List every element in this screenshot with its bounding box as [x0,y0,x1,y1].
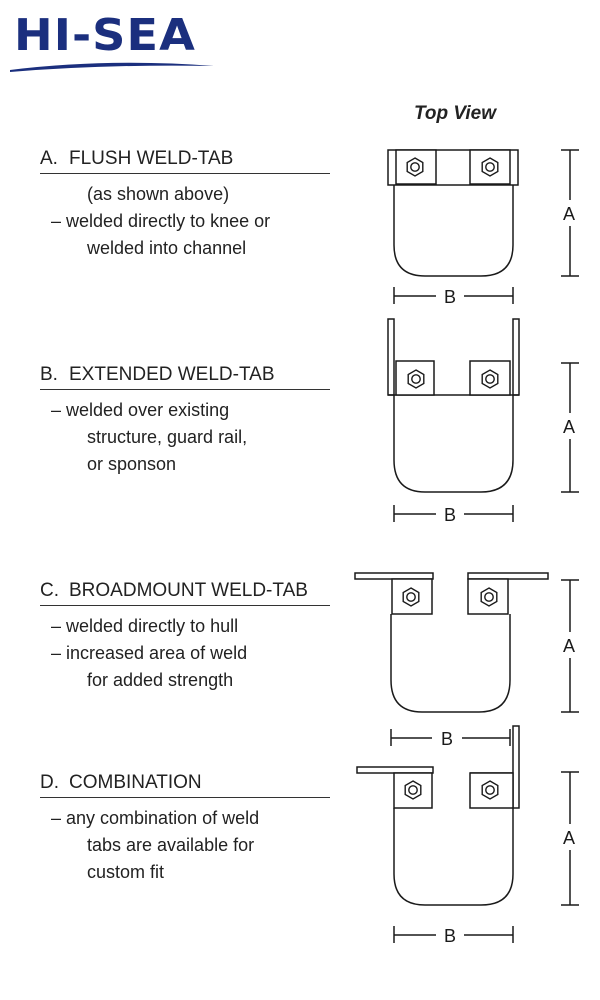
item-title: FLUSH WELD-TAB [69,148,234,169]
diagram-broadmount-weld-tab [354,572,579,746]
hex-nut-icon [402,587,420,607]
item-heading: D. COMBINATION [40,772,330,798]
item-title: EXTENDED WELD-TAB [69,364,275,385]
item-line: welded into channel [87,238,247,258]
item-line: – welded directly to knee or [51,211,271,231]
top-view-label: Top View [414,103,496,124]
dimension-a-label: A [563,828,575,848]
item-line: (as shown above) [87,184,230,204]
hex-nut-icon [481,369,499,389]
item-line: for added strength [87,670,234,690]
item-title: BROADMOUNT WELD-TAB [69,580,308,601]
item-letter: A. [40,148,58,169]
hex-nut-icon [481,780,499,800]
hex-nut-icon [407,369,425,389]
item-heading: C. BROADMOUNT WELD-TAB [40,580,330,606]
dimension-a-label: A [563,204,575,224]
dimension-a-label: A [563,417,575,437]
item-heading: A. FLUSH WELD-TAB [40,148,330,174]
dimension-a-label: A [563,636,575,656]
item-line: structure, guard rail, [87,427,248,447]
item-line: custom fit [87,862,165,882]
item-line: or sponson [87,454,177,474]
hex-nut-icon [480,587,498,607]
item-letter: C. [40,580,59,601]
item-flush-weld-tab: A. FLUSH WELD-TAB (as shown above) – wel… [40,148,330,262]
item-line: tabs are available for [87,835,255,855]
logo-text: HI-SEA [14,10,196,61]
dimension-b-label: B [444,287,456,307]
dimension-b-label: B [441,729,453,749]
item-letter: B. [40,364,58,385]
item-line: – welded directly to hull [51,616,239,636]
item-extended-weld-tab: B. EXTENDED WELD-TAB – welded over exist… [40,364,330,478]
item-letter: D. [40,772,59,793]
logo-swoosh-icon [10,62,214,72]
item-heading: B. EXTENDED WELD-TAB [40,364,330,390]
hex-nut-icon [404,780,422,800]
hi-sea-logo: HI-SEA [8,8,218,72]
item-line: – increased area of weld [51,643,248,663]
item-title: COMBINATION [69,772,202,793]
item-combination: D. COMBINATION – any combination of weld… [40,772,330,886]
item-broadmount-weld-tab: C. BROADMOUNT WELD-TAB – welded directly… [40,580,330,694]
diagram-combination [356,725,579,943]
item-line: – welded over existing [51,400,230,420]
diagram-flush-weld-tab [387,149,579,304]
hex-nut-icon [481,157,499,177]
diagram-extended-weld-tab [387,318,579,522]
item-line: – any combination of weld [51,808,260,828]
hex-nut-icon [406,157,424,177]
dimension-b-label: B [444,505,456,525]
dimension-b-label: B [444,926,456,946]
